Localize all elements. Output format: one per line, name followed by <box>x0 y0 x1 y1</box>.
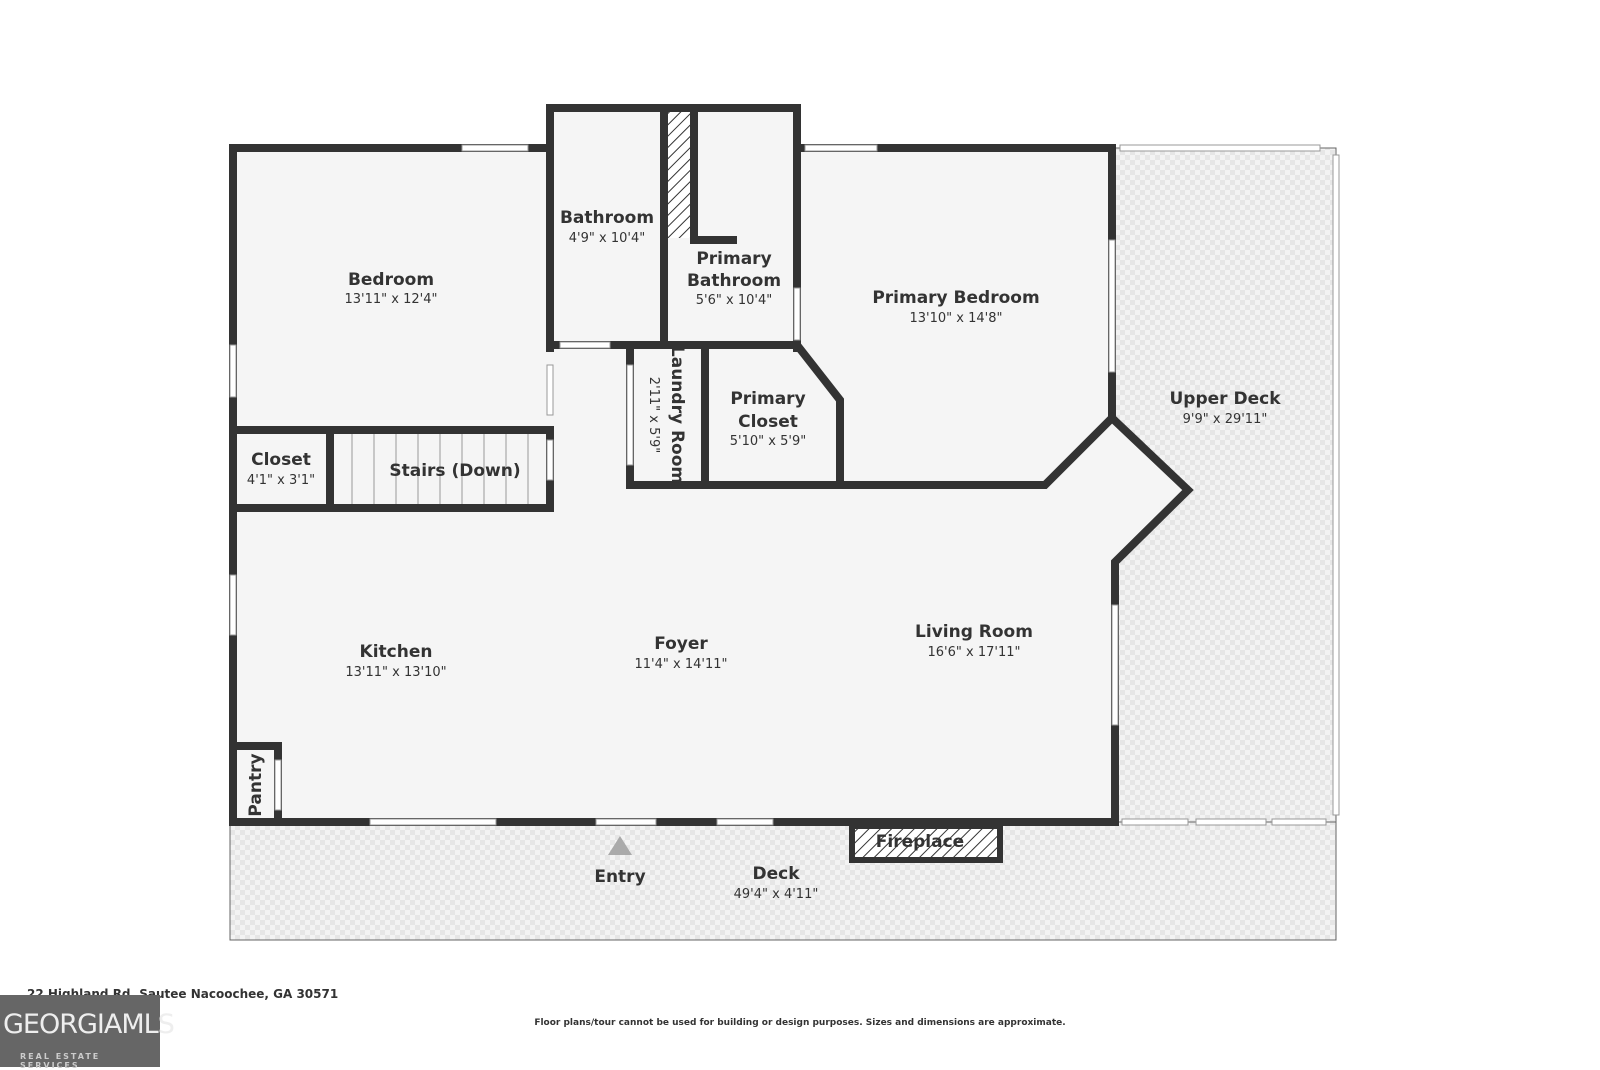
dim-primary-closet: 5'10" x 5'9" <box>730 434 806 449</box>
dim-kitchen: 13'11" x 13'10" <box>345 665 446 680</box>
room-bedroom: Bedroom <box>348 270 434 290</box>
room-upper-deck: Upper Deck <box>1170 389 1282 409</box>
deck <box>229 821 1337 941</box>
georgia-mls-logo: GEORGIAMLS REAL ESTATE SERVICES <box>0 995 175 1070</box>
room-laundry: Laundry Room <box>667 346 687 484</box>
room-primary-closet: Primary <box>730 389 805 409</box>
room-bathroom: Bathroom <box>560 208 654 228</box>
dim-bedroom: 13'11" x 12'4" <box>345 292 438 307</box>
room-closet: Closet <box>251 450 311 470</box>
room-foyer: Foyer <box>654 634 708 654</box>
walls <box>229 104 1194 826</box>
room-deck: Deck <box>752 864 800 884</box>
room-pantry: Pantry <box>246 753 266 816</box>
dim-living: 16'6" x 17'11" <box>928 645 1021 660</box>
entry-arrow-icon <box>608 836 632 855</box>
stairs-treads <box>351 434 529 504</box>
disclaimer: Floor plans/tour cannot be used for buil… <box>534 1018 1066 1028</box>
room-living: Living Room <box>915 622 1033 642</box>
dim-closet: 4'1" x 3'1" <box>247 473 315 488</box>
room-primary-bathroom-2: Bathroom <box>687 271 781 291</box>
logo-text: GEORGIAMLS <box>3 1009 175 1040</box>
room-primary-closet-2: Closet <box>738 412 798 432</box>
windows <box>229 144 1340 826</box>
dim-primary-bedroom: 13'10" x 14'8" <box>910 311 1003 326</box>
chase-hatch <box>668 112 694 238</box>
dim-bathroom: 4'9" x 10'4" <box>569 231 645 246</box>
dim-foyer: 11'4" x 14'11" <box>635 657 728 672</box>
dim-deck: 49'4" x 4'11" <box>734 887 819 902</box>
interior-floor <box>233 108 1188 822</box>
dim-primary-bathroom: 5'6" x 10'4" <box>696 293 772 308</box>
dim-laundry: 2'11" x 5'9" <box>646 377 661 453</box>
room-stairs: Stairs (Down) <box>389 461 520 481</box>
dim-upper-deck: 9'9" x 29'11" <box>1183 412 1268 427</box>
room-kitchen: Kitchen <box>360 642 433 662</box>
label-entry: Entry <box>594 867 645 887</box>
logo-subtext: REAL ESTATE SERVICES <box>20 1052 101 1070</box>
fireplace <box>849 823 1003 863</box>
label-fireplace: Fireplace <box>876 832 964 852</box>
room-primary-bedroom: Primary Bedroom <box>872 288 1039 308</box>
room-primary-bathroom: Primary <box>696 249 771 269</box>
